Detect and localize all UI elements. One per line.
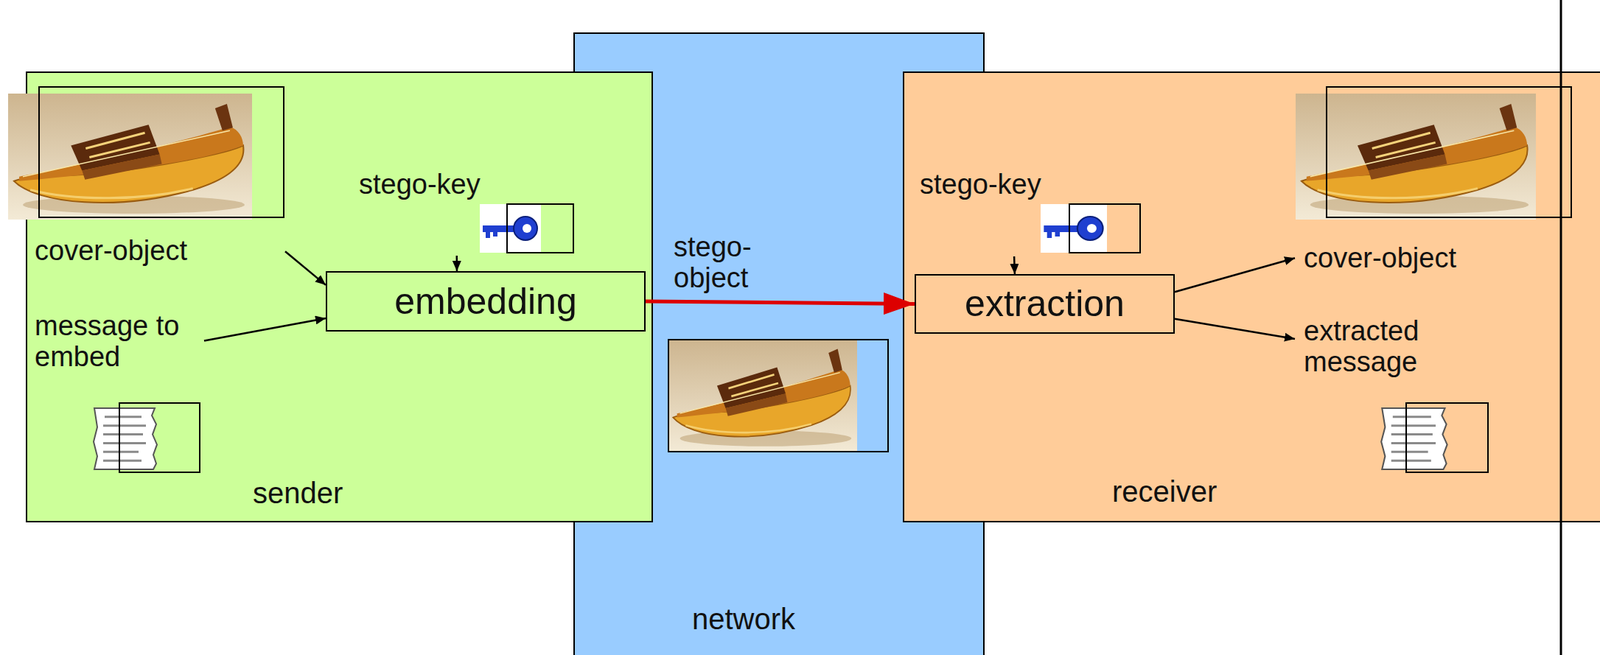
connector-arrow xyxy=(285,251,326,286)
process-box: extraction xyxy=(914,274,1175,334)
key-icon xyxy=(479,204,541,253)
icon-outline xyxy=(507,204,574,253)
stego-key-icon: stego-key xyxy=(919,169,1145,257)
connector-arrow xyxy=(645,301,915,305)
connector-arrow xyxy=(1013,256,1016,275)
icon-outline xyxy=(119,403,200,473)
connector-arrow xyxy=(1174,257,1295,292)
region-label: receiver xyxy=(1112,475,1217,508)
document-icon xyxy=(93,408,157,470)
cover-object-picture: cover-object xyxy=(9,88,286,270)
region-label: network xyxy=(692,602,796,636)
sender-region: sender cover-object stego-key embedding mess… xyxy=(25,71,653,523)
photo-outline xyxy=(1326,86,1572,218)
region-label: sender xyxy=(252,476,343,510)
document-label: message to embed xyxy=(34,311,190,373)
divider-line xyxy=(1560,0,1563,655)
cover-photo xyxy=(8,93,253,220)
receiver-region: receiver stego-key extraction cover-object e… xyxy=(902,71,1600,523)
document-label: extracted message xyxy=(1303,316,1452,379)
key-label: stego-key xyxy=(358,169,481,201)
stego-photo xyxy=(668,339,858,452)
connector-arrow xyxy=(456,255,459,272)
process-box: embedding xyxy=(325,271,646,332)
message-document: message to embed xyxy=(34,311,205,477)
connector-group xyxy=(204,251,1295,341)
process-label: embedding xyxy=(394,281,577,323)
connector-arrow xyxy=(1174,319,1295,340)
stego-key-icon: stego-key xyxy=(358,169,577,256)
icon-outline xyxy=(1069,204,1141,253)
key-label: stego-key xyxy=(919,169,1042,201)
process-label: extraction xyxy=(964,283,1125,325)
key-icon xyxy=(1040,204,1107,253)
picture-label: cover-object xyxy=(1303,243,1457,275)
photo-outline xyxy=(39,86,284,218)
document-icon xyxy=(1381,408,1447,470)
edge-label: stego-object xyxy=(673,232,770,295)
cover-photo xyxy=(1295,93,1536,220)
icon-outline xyxy=(1406,403,1488,473)
photo-outline xyxy=(668,339,889,452)
picture-label: cover-object xyxy=(34,235,188,267)
connector-arrow xyxy=(204,318,326,342)
message-document: extracted message xyxy=(1294,314,1494,477)
cover-object-picture: cover-object xyxy=(1294,88,1575,278)
